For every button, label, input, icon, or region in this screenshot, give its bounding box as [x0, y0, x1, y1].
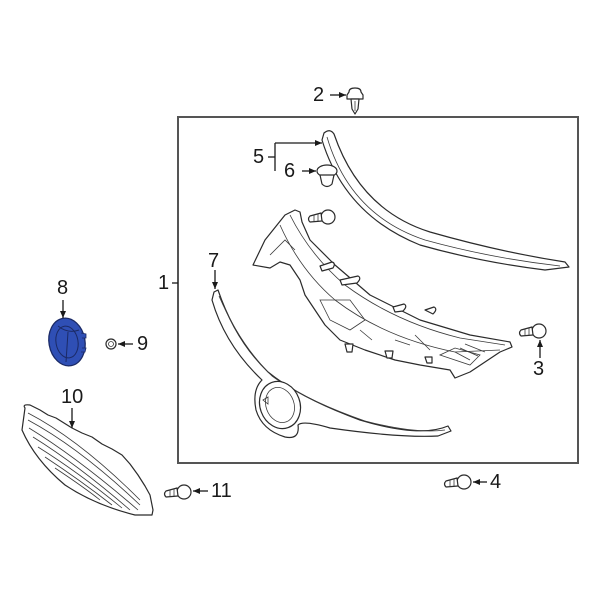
bolt-part-11[interactable]: [163, 484, 209, 500]
molding-clip-part-6[interactable]: [302, 164, 338, 188]
bolt-part-3[interactable]: [518, 323, 547, 358]
callout-10[interactable]: 10: [61, 386, 84, 408]
callout-7[interactable]: 7: [208, 250, 220, 272]
grille-main-frame: [252, 209, 513, 379]
callout-3[interactable]: 3: [533, 358, 545, 380]
callout-11[interactable]: 11: [211, 480, 232, 502]
lower-grille-part-10[interactable]: [21, 404, 154, 516]
callout-2[interactable]: 2: [313, 84, 325, 106]
emblem-part-8[interactable]: [45, 300, 89, 369]
callout-6[interactable]: 6: [284, 160, 296, 182]
upper-molding-part-5[interactable]: [268, 130, 570, 271]
push-clip-part-2[interactable]: [330, 87, 364, 115]
bolt-part-4[interactable]: [443, 474, 488, 490]
callout-8[interactable]: 8: [57, 277, 69, 299]
callout-1[interactable]: 1: [158, 272, 170, 294]
assembly-frame: [172, 116, 579, 464]
emblem-nut-part-9[interactable]: [105, 338, 133, 350]
callout-4[interactable]: 4: [490, 471, 502, 493]
callout-9[interactable]: 9: [137, 333, 149, 355]
callout-5[interactable]: 5: [253, 146, 265, 168]
bolt-frame-top: [307, 209, 336, 225]
grille-molding-part-7[interactable]: [211, 270, 452, 439]
